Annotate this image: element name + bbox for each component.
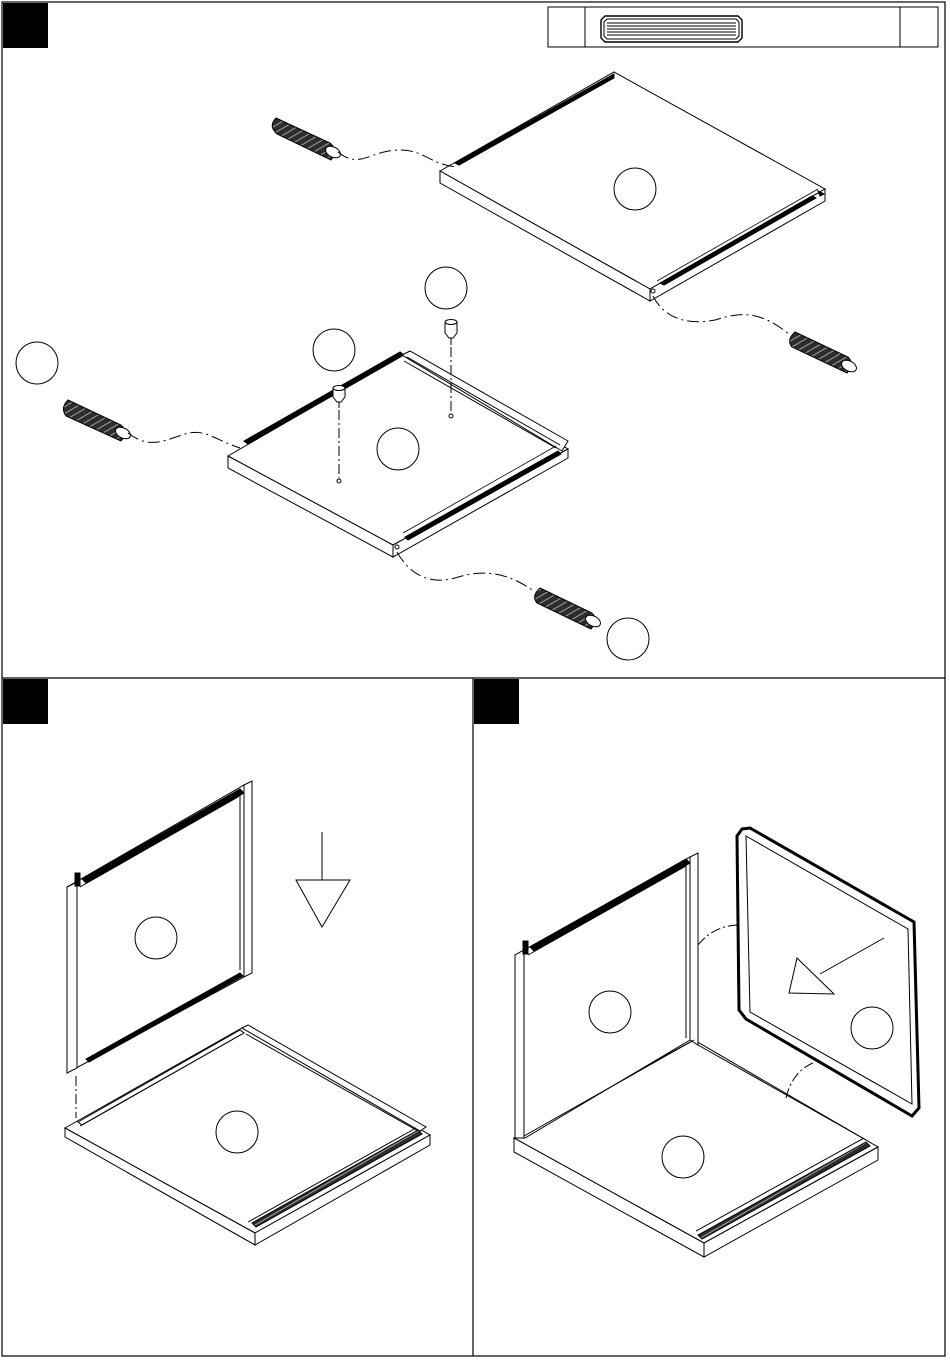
cam-hole [337,479,341,483]
callout-cam-bolt-a [313,329,355,371]
panel-guide [786,1062,815,1098]
panel-guide [698,925,740,945]
callout-base-board-b [216,1111,258,1153]
dowel-guide-line [397,552,535,592]
cam-hole [449,414,453,418]
down-arrow-icon [296,832,350,927]
dowel-icon [63,400,132,441]
callout-side-panel-a [135,917,177,959]
callout-cam-bolt-b [425,267,467,309]
callout-top-board [614,168,656,210]
callout-front-dowel [607,618,649,660]
back-panel [737,828,919,1116]
dowel-icon [535,588,603,629]
step-marker-bottom-left [3,679,48,724]
callout-side-panel-b [589,991,631,1033]
parts-box [548,7,938,47]
dowel-guide-line [338,150,458,167]
dowel-icon [272,118,342,160]
dowel-guide-line [128,432,240,448]
dowel-guide-line [653,296,790,335]
cam-bolt-icon [445,320,457,346]
callout-left-dowel [16,342,58,384]
callout-back-panel [851,1007,893,1049]
step-marker-bottom-right [474,679,519,724]
cam-dowel-strip-icon [601,16,742,42]
callout-base-board [377,428,419,470]
dowel-icon [790,332,859,374]
callout-base-board-c [662,1136,704,1178]
step-marker-top [3,3,48,48]
